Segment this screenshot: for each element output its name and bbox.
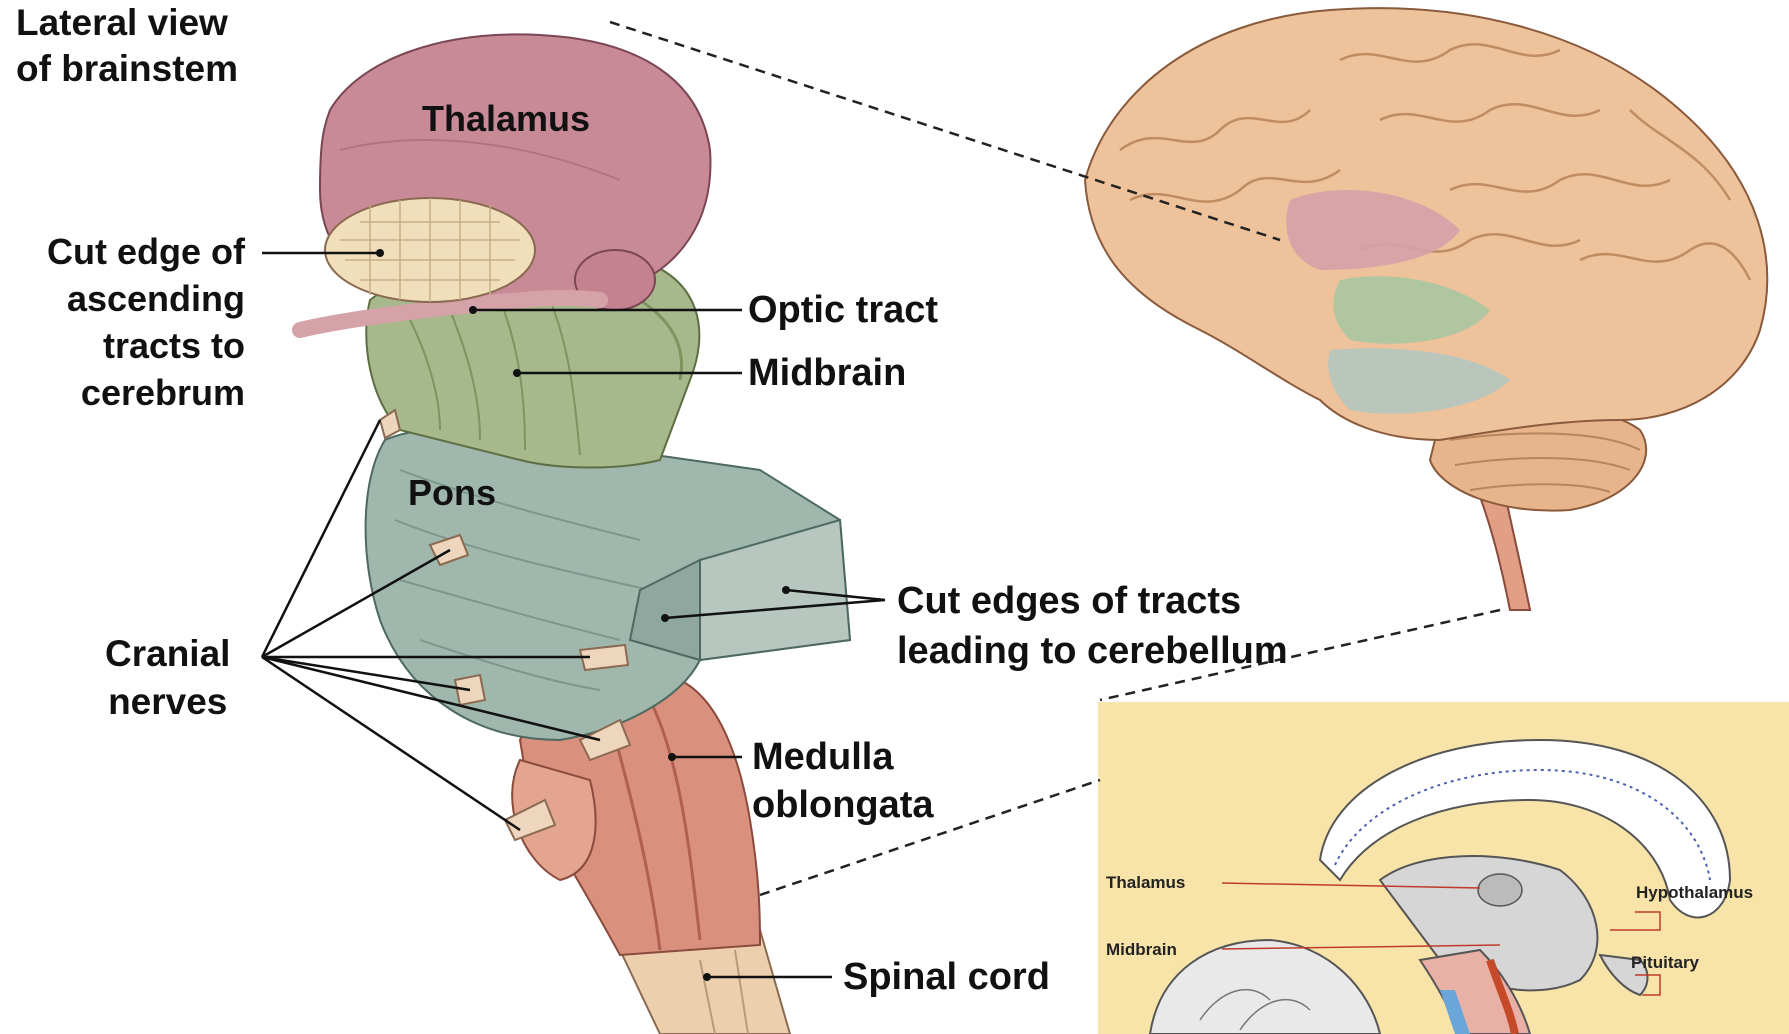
- inset-label-midbrain: Midbrain: [1106, 940, 1177, 960]
- inset-label-pituitary: Pituitary: [1631, 953, 1699, 973]
- label-midbrain: Midbrain: [748, 349, 906, 397]
- inset-label-thalamus: Thalamus: [1106, 873, 1185, 893]
- label-optic-tract: Optic tract: [748, 286, 938, 334]
- brainstem-illustration: [300, 34, 850, 1034]
- label-pons: Pons: [408, 469, 496, 517]
- inset-label-hypothalamus: Hypothalamus: [1636, 883, 1753, 903]
- label-spinal-cord: Spinal cord: [843, 953, 1050, 1001]
- whole-brain-illustration: [1085, 8, 1767, 610]
- diagram-title: Lateral view of brainstem: [16, 0, 238, 92]
- inset-thalamus-shape: [1478, 874, 1522, 906]
- label-medulla-oblongata: Medulla oblongata: [752, 733, 934, 829]
- label-thalamus: Thalamus: [422, 95, 590, 143]
- sagittal-inset: [1098, 702, 1789, 1034]
- label-cranial-nerves: Cranial nerves: [105, 630, 230, 726]
- label-cut-edges-tracts-cerebellum: Cut edges of tracts leading to cerebellu…: [897, 576, 1288, 676]
- label-cut-edge-ascending-tracts: Cut edge of ascending tracts to cerebrum: [0, 228, 245, 416]
